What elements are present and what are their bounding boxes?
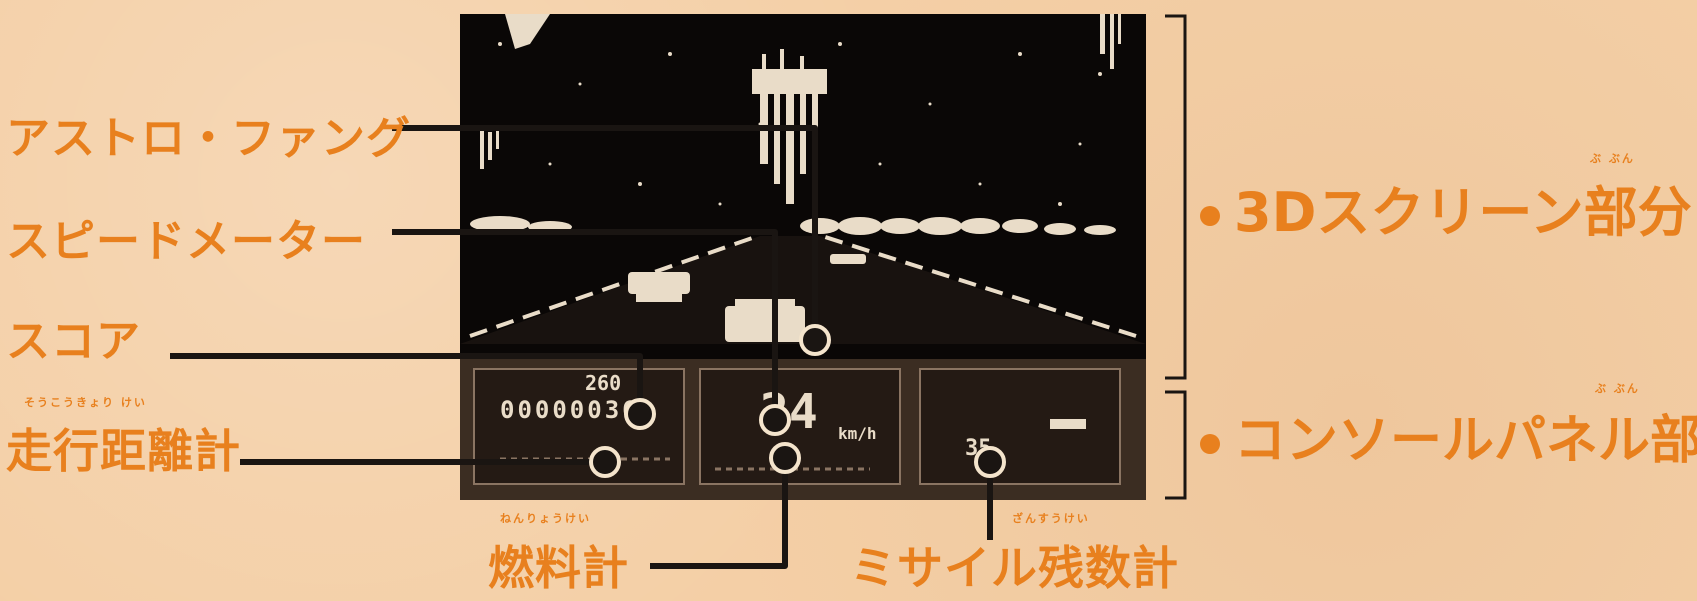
bracket-3d-screen xyxy=(1165,14,1187,380)
leader-line-astro xyxy=(392,125,818,335)
console-panel xyxy=(460,359,1146,500)
distant-enemy xyxy=(830,254,866,264)
marker-astro xyxy=(799,324,831,356)
marker-speed xyxy=(759,404,791,436)
right-structure xyxy=(1100,14,1121,69)
astro-fang-car xyxy=(725,299,805,342)
odometer-readout: 00000036 xyxy=(500,396,640,424)
road xyxy=(460,234,1146,344)
enemy-car xyxy=(628,272,690,302)
marker-odometer xyxy=(589,446,621,478)
label-missile-counter: ミサイル残数計 xyxy=(850,541,1179,595)
label-astro-fang: アストロ・ファング xyxy=(6,113,411,164)
game-screenshot: 260 00000036 24 km/h 35 xyxy=(460,14,1146,500)
space-debris-top-left xyxy=(505,14,550,49)
marker-missile xyxy=(974,446,1006,478)
section-3d-screen-text: 3Dスクリーン部分 xyxy=(1234,181,1692,244)
bullet-icon xyxy=(1200,206,1220,227)
leader-line-score xyxy=(170,353,643,412)
ruby-odometer: そうこうきょり けい xyxy=(24,396,147,409)
section-3d-screen: 3Dスクリーン部分 xyxy=(1200,168,1692,247)
bullet-icon xyxy=(1200,434,1220,454)
horizon-clouds xyxy=(470,216,1116,235)
bracket-console xyxy=(1165,390,1187,500)
section-console-panel-text: コンソールパネル部分 xyxy=(1234,411,1697,471)
marker-score xyxy=(624,398,656,430)
game-scene xyxy=(460,14,1146,500)
ruby-missile-counter: ざんすうけい xyxy=(1012,512,1090,525)
ruby-3d-screen: ぶ ぶん xyxy=(1590,152,1635,165)
ruby-console-panel: ぶ ぶん xyxy=(1595,382,1640,395)
leader-line-fuel xyxy=(650,460,788,569)
score-readout: 260 xyxy=(585,371,622,395)
label-odometer: 走行距離計 xyxy=(6,424,241,478)
leader-line-speed xyxy=(392,229,778,420)
label-speedometer: スピードメーター xyxy=(6,216,366,267)
ruby-fuel-gauge: ねんりょうけい xyxy=(500,512,591,525)
label-fuel-gauge: 燃料計 xyxy=(488,541,629,595)
label-score: スコア xyxy=(6,316,141,367)
speed-unit: km/h xyxy=(838,424,877,443)
marker-fuel xyxy=(769,442,801,474)
left-structure xyxy=(480,129,499,169)
section-console-panel: コンソールパネル部分 xyxy=(1200,398,1697,473)
